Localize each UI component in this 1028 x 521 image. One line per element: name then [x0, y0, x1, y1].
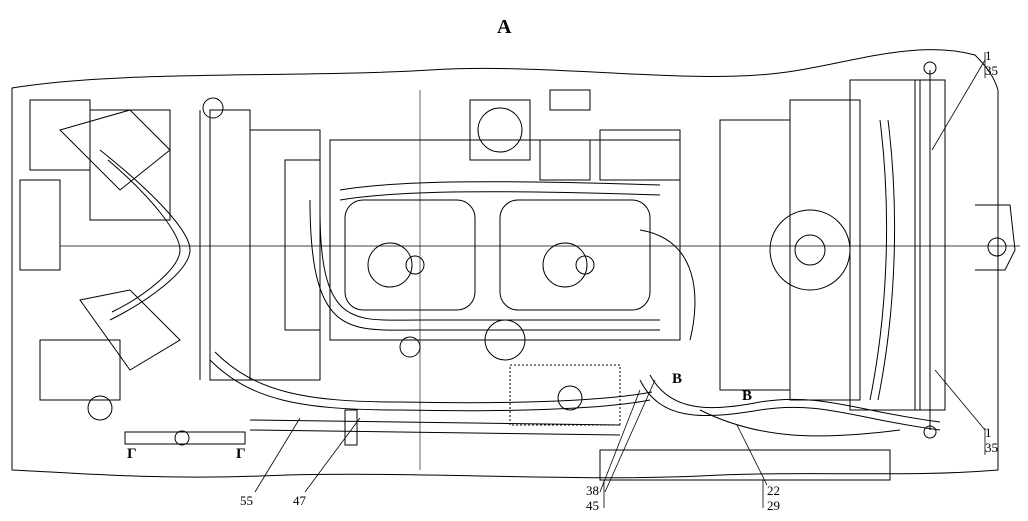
- flywheel-housing: [199, 97, 321, 381]
- left-pump-group: [19, 99, 191, 421]
- callout-45: 45: [586, 498, 599, 513]
- callout-38: 38: [586, 483, 599, 498]
- view-title: A: [497, 16, 512, 38]
- lower-subframe: [124, 364, 891, 481]
- callout-1-top: 1: [985, 48, 992, 63]
- callout-35-top: 35: [985, 63, 998, 78]
- section-mark-g1: Г: [127, 446, 137, 462]
- section-mark-b1: B: [672, 371, 682, 387]
- section-mark-b2: B: [742, 388, 752, 404]
- callout-1-bottom: 1: [985, 425, 992, 440]
- frame-outline: [11, 49, 999, 479]
- radiator: [719, 61, 946, 439]
- callout-22: 22: [767, 483, 780, 498]
- callout-55: 55: [240, 493, 253, 508]
- leader-lines: [254, 52, 986, 508]
- callout-35-bottom: 35: [985, 440, 998, 455]
- tow-hitch: [975, 204, 1016, 271]
- callout-47: 47: [293, 493, 307, 508]
- callout-29: 29: [767, 498, 780, 513]
- engine-block: [329, 89, 681, 361]
- section-mark-g2: Г: [236, 446, 246, 462]
- pipework: [209, 199, 941, 446]
